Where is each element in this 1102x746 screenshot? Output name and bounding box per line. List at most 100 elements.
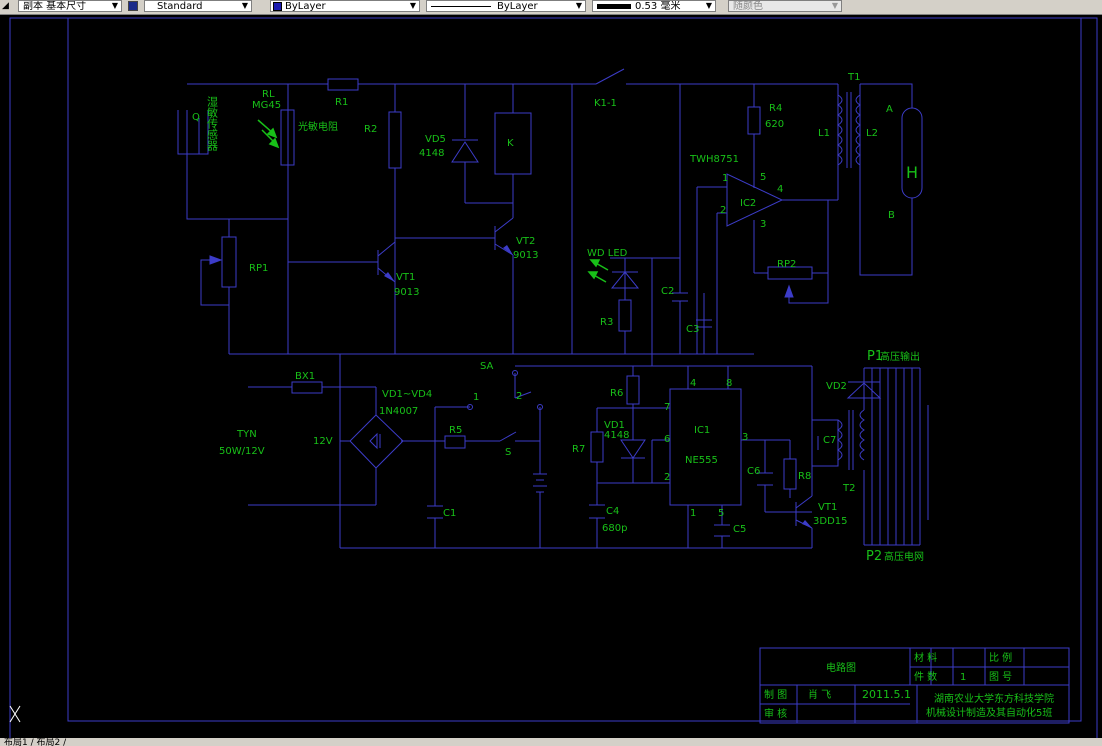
label-MG45: MG45	[252, 100, 281, 111]
chevron-down-icon: ▼	[111, 1, 119, 10]
title-block-grid	[759, 647, 1070, 724]
inner-border	[67, 17, 1082, 722]
label-TYN-val: 50W/12V	[219, 446, 265, 457]
label-12V: 12V	[313, 436, 333, 447]
label-R2: R2	[364, 124, 377, 135]
battery	[533, 473, 547, 493]
label-VT2: VT2	[516, 236, 535, 247]
label-L2: L2	[866, 128, 878, 139]
wiring-upper	[186, 83, 913, 366]
label-T1: T1	[847, 72, 860, 83]
label-R6: R6	[610, 388, 623, 399]
diode-VD1	[620, 439, 646, 459]
label-ic2-p1: 1	[722, 173, 728, 184]
label-WD-LED: WD LED	[587, 248, 628, 259]
capacitor-C2	[672, 292, 688, 302]
label-VT2-val: 9013	[513, 250, 538, 261]
transformer-T2	[837, 409, 865, 470]
properties-toolbar: ◢ 副本 基本尺寸 ▼ Standard ▼ ByLayer ▼ ByLayer…	[0, 0, 1102, 15]
capacitor-C7	[811, 419, 819, 466]
resistor-R1	[327, 78, 359, 91]
label-SA: SA	[480, 361, 494, 372]
label-P2-text: 高压电网	[884, 550, 924, 563]
label-IC1: IC1	[694, 425, 710, 436]
label-C6: C6	[747, 466, 760, 477]
ucs-icon	[9, 705, 21, 723]
drawing-canvas[interactable]: RL MG45 R1 光敏电阻 R2 VD5 4148 K K1-1 R4 62…	[0, 14, 1102, 738]
label-S: S	[505, 447, 511, 458]
plotstyle-select: 随颜色 ▼	[728, 0, 842, 12]
label-ic2-p5: 5	[760, 172, 766, 183]
label-C4-val: 680p	[602, 523, 627, 534]
diode-VD5	[451, 139, 479, 163]
lineweight-select[interactable]: 0.53 毫米 ▼	[592, 0, 716, 12]
label-VD5: VD5	[425, 134, 446, 145]
outer-border	[9, 17, 1098, 738]
label-VD2: VD2	[826, 381, 847, 392]
textstyle-select[interactable]: Standard ▼	[144, 0, 252, 12]
layout-tabs-label[interactable]: 布局1 / 布局2 /	[4, 738, 67, 746]
potentiometer-RP1	[221, 236, 237, 288]
dimstyle-value: 副本 基本尺寸	[23, 1, 87, 12]
label-K: K	[507, 138, 514, 149]
resistor-R5	[444, 435, 466, 449]
transistor-arrows-icon	[384, 245, 812, 528]
label-VT1b-val: 3DD15	[813, 516, 848, 527]
textstyle-icon[interactable]	[128, 1, 138, 11]
layer-value: ByLayer	[285, 1, 326, 12]
tb-drawing-name: 电路图	[826, 661, 856, 674]
linetype-select[interactable]: ByLayer ▼	[426, 0, 586, 12]
capacitor-C6	[757, 472, 773, 486]
label-T2: T2	[842, 483, 855, 494]
label-C3: C3	[686, 324, 699, 335]
label-ic1-p2: 2	[664, 472, 670, 483]
label-K1-1: K1-1	[594, 98, 617, 109]
chevron-down-icon: ▼	[831, 1, 839, 10]
potentiometer-RP2	[767, 266, 813, 280]
photoresistor-RL	[280, 109, 295, 166]
rp1-wiper-icon	[209, 255, 223, 265]
chevron-down-icon: ▼	[705, 1, 713, 10]
capacitor-C3	[696, 319, 712, 328]
lamp-H	[901, 107, 923, 199]
capacitor-C1	[427, 505, 443, 519]
tb-org-line1: 湖南农业大学东方科技学院	[934, 692, 1054, 705]
label-humidity-sensor: 湿敏传感器	[206, 96, 219, 152]
capacitor-C5	[714, 524, 730, 537]
dimstyle-select[interactable]: 副本 基本尺寸 ▼	[18, 0, 122, 12]
label-Q: Q	[192, 112, 200, 123]
label-VT1: VT1	[396, 272, 415, 283]
plotstyle-value: 随颜色	[733, 1, 763, 12]
label-VT1-val: 9013	[394, 287, 419, 298]
label-RL: RL	[262, 89, 275, 100]
resistor-R3	[618, 299, 632, 332]
resistor-R7	[590, 431, 604, 463]
label-VD1-VD4: VD1~VD4	[382, 389, 432, 400]
timer-IC1	[669, 388, 742, 506]
linetype-value: ByLayer	[497, 1, 538, 12]
resistor-R4	[747, 106, 761, 135]
switch-S	[499, 431, 517, 442]
label-ic2-p2: 2	[720, 205, 726, 216]
tb-count-label: 件 数	[914, 670, 937, 683]
tb-drawn-label: 制 图	[764, 688, 787, 701]
tb-scale-label: 比 例	[989, 651, 1012, 664]
label-ic1-p8: 8	[726, 378, 732, 389]
layer-color-select[interactable]: ByLayer ▼	[270, 0, 420, 12]
chevron-down-icon: ▼	[575, 1, 583, 10]
label-BX1: BX1	[295, 371, 315, 382]
label-C4: C4	[606, 506, 619, 517]
label-ic1-p3: 3	[742, 432, 748, 443]
label-H: H	[906, 163, 918, 182]
tb-drawn-name: 肖 飞	[808, 688, 831, 701]
capacitor-C4	[589, 504, 605, 519]
label-NE555: NE555	[685, 455, 718, 466]
dimstyle-icon[interactable]: ◢	[2, 1, 9, 11]
label-ic2-p4: 4	[777, 184, 783, 195]
layout-tabs[interactable]: 布局1 / 布局2 /	[0, 738, 1102, 746]
label-C7: C7	[823, 435, 836, 446]
high-voltage-grid	[863, 367, 929, 546]
label-C5: C5	[733, 524, 746, 535]
label-TWH8751: TWH8751	[689, 154, 739, 165]
label-A: A	[886, 104, 893, 115]
